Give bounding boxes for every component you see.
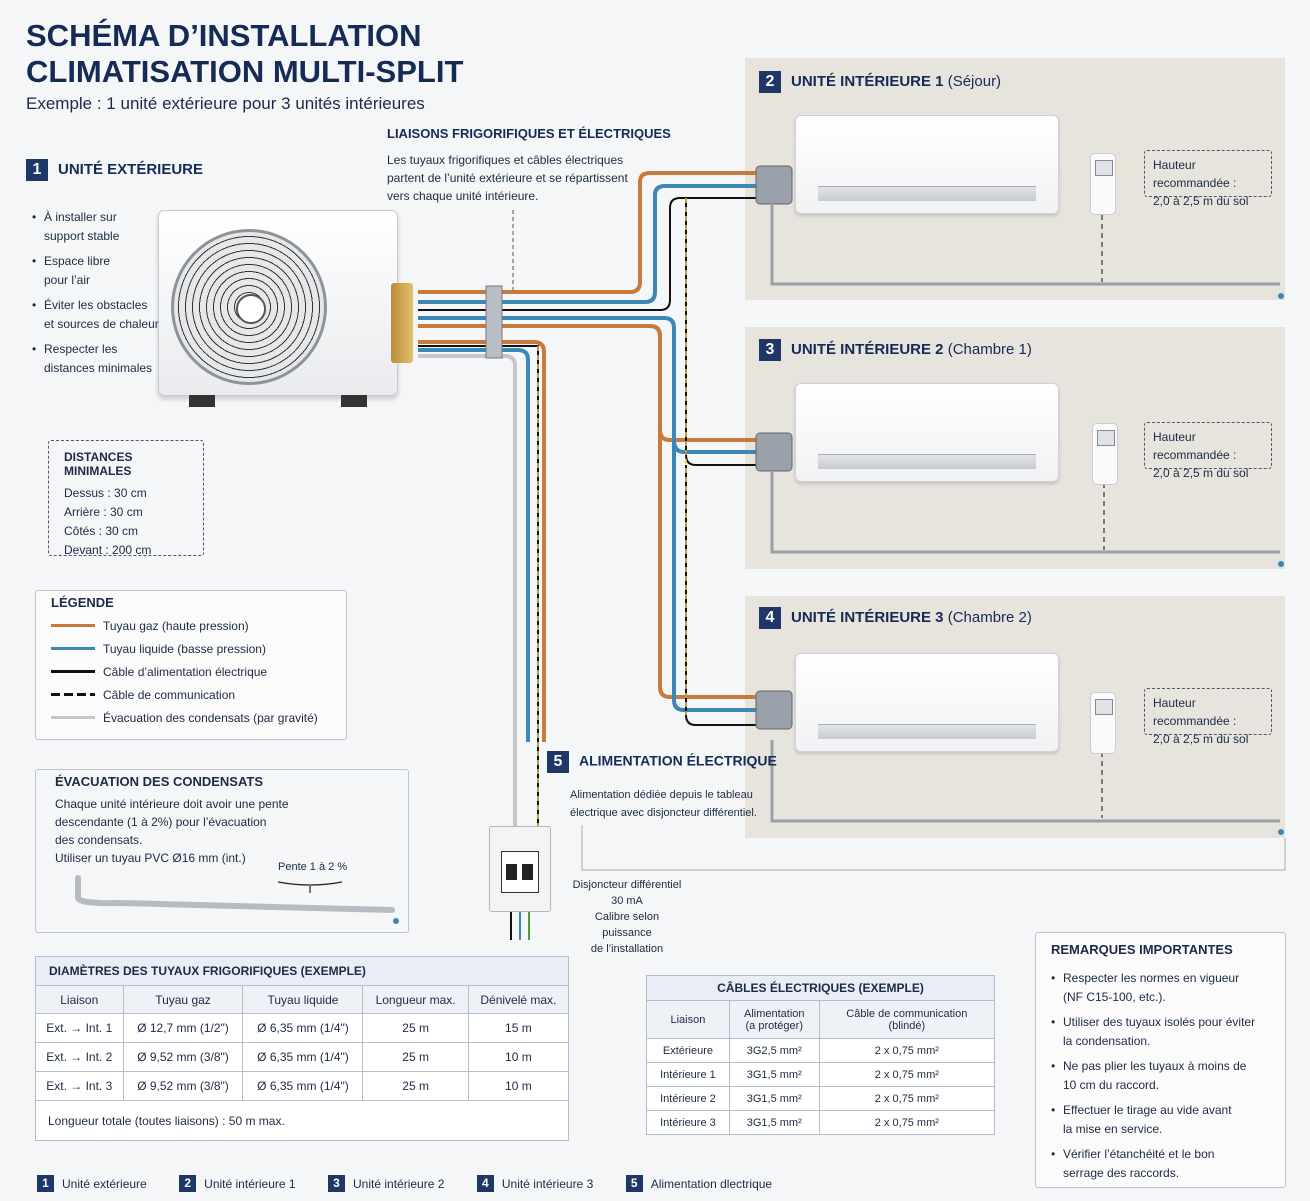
fan-hub bbox=[236, 294, 266, 324]
badge-2: 2 bbox=[759, 71, 781, 93]
legend-item-comm: Câble de communication bbox=[51, 683, 346, 706]
title-line-2: CLIMATISATION MULTI-SPLIT bbox=[26, 54, 464, 89]
badge-3: 3 bbox=[759, 339, 781, 361]
page-subtitle: Exemple : 1 unité extérieure pour 3 unit… bbox=[26, 94, 425, 113]
connections-note: LIAISONS FRIGORIFIQUES ET ÉLECTRIQUES Le… bbox=[387, 126, 671, 203]
height-note-2: Hauteur recommandée : 2,0 à 2,5 m du sol bbox=[1144, 422, 1272, 480]
legend-title: LÉGENDE bbox=[51, 595, 114, 610]
remote-control-icon bbox=[1092, 423, 1118, 485]
remote-control-icon bbox=[1090, 153, 1116, 215]
pipe-table-footer: Longueur totale (toutes liaisons) : 50 m… bbox=[35, 1100, 569, 1141]
unit-foot-left bbox=[189, 395, 215, 407]
remote-control-icon bbox=[1090, 692, 1116, 754]
condensate-box: ÉVACUATION DES CONDENSATS Chaque unité i… bbox=[35, 769, 409, 933]
min-distances-box: DISTANCES MINIMALES Dessus : 30 cm Arriè… bbox=[48, 440, 204, 557]
fan-grille bbox=[171, 229, 327, 385]
indoor-unit-2 bbox=[795, 383, 1059, 482]
liquid-pipes bbox=[418, 184, 760, 742]
legend-item-gas: Tuyau gaz (haute pression) bbox=[51, 614, 346, 637]
cable-table: CÂBLES ÉLECTRIQUES (EXEMPLE) Liaison Ali… bbox=[646, 975, 996, 1135]
badge-4: 4 bbox=[759, 607, 781, 629]
legend-item-condensate: Évacuation des condensats (par gravité) bbox=[51, 706, 346, 729]
height-note-3: Hauteur recommandée : 2,0 à 2,5 m du sol bbox=[1144, 688, 1272, 746]
condensate-drains bbox=[770, 205, 1280, 823]
power-note: Alimentation dédiée depuis le tableau él… bbox=[570, 789, 757, 819]
legend-item-power: Câble d’alimentation électrique bbox=[51, 660, 346, 683]
remark-item: Utiliser des tuyaux isolés pour éviterla… bbox=[1049, 1013, 1285, 1051]
remark-item: Respecter les normes en vigueur(NF C15-1… bbox=[1049, 969, 1285, 1007]
breaker-note: Disjoncteur différentiel 30 mA Calibre s… bbox=[572, 879, 682, 955]
gas-pipes bbox=[418, 171, 760, 742]
drip-drops bbox=[1278, 293, 1284, 835]
remarks-box: REMARQUES IMPORTANTES Respecter les norm… bbox=[1035, 932, 1286, 1188]
unit-foot-right bbox=[341, 395, 367, 407]
pipe-table-title: DIAMÈTRES DES TUYAUX FRIGORIFIQUES (EXEM… bbox=[35, 956, 569, 986]
breaker-panel bbox=[489, 826, 551, 912]
slope-label: Pente 1 à 2 % bbox=[278, 861, 348, 873]
indoor-unit-1 bbox=[795, 115, 1059, 214]
cable-table-title: CÂBLES ÉLECTRIQUES (EXEMPLE) bbox=[646, 975, 995, 1001]
page-title: SCHÉMA D’INSTALLATION CLIMATISATION MULT… bbox=[26, 18, 463, 90]
pipe-diameter-table: DIAMÈTRES DES TUYAUX FRIGORIFIQUES (EXEM… bbox=[35, 956, 570, 1141]
breaker-switch bbox=[501, 851, 539, 893]
legend-item-liquid: Tuyau liquide (basse pression) bbox=[51, 637, 346, 660]
title-line-1: SCHÉMA D’INSTALLATION bbox=[26, 18, 422, 53]
badge-1: 1 bbox=[26, 159, 48, 181]
legend-box: LÉGENDE Tuyau gaz (haute pression) Tuyau… bbox=[35, 590, 347, 740]
indoor-unit-3 bbox=[795, 653, 1059, 752]
outdoor-unit bbox=[158, 210, 413, 407]
remarks-title: REMARQUES IMPORTANTES bbox=[1051, 942, 1233, 957]
height-note-1: Hauteur recommandée : 2,0 à 2,5 m du sol bbox=[1144, 150, 1272, 208]
badge-5: 5 bbox=[547, 751, 569, 773]
service-valves bbox=[391, 283, 413, 363]
